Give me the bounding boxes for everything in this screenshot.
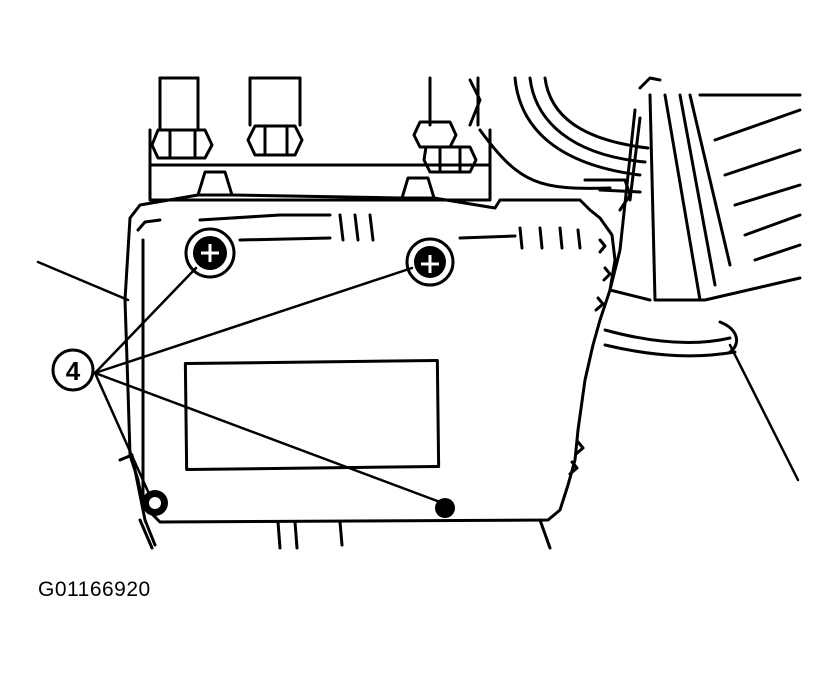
screw-top-left [184,227,236,279]
callout-leaders [93,266,442,504]
right-bracket [608,76,802,302]
hex-nut-left [150,128,214,160]
mounting-tab-left [196,170,234,197]
leader-line-left [36,260,130,302]
hex-nut-right [412,120,478,174]
callout-bubble: 4 [51,348,95,392]
screw-bottom-left [142,490,168,516]
lower-bracket [118,453,552,550]
hex-nut-center [246,124,304,157]
label-plate [183,358,441,472]
leader-line-right [728,343,800,482]
callout-number: 4 [66,356,81,386]
screw-top-right [405,237,455,287]
mounting-tab-right [400,176,436,200]
figure-id-label: G01166920 [38,578,151,601]
hydraulic-block [148,76,492,202]
brake-hoses [478,76,739,358]
